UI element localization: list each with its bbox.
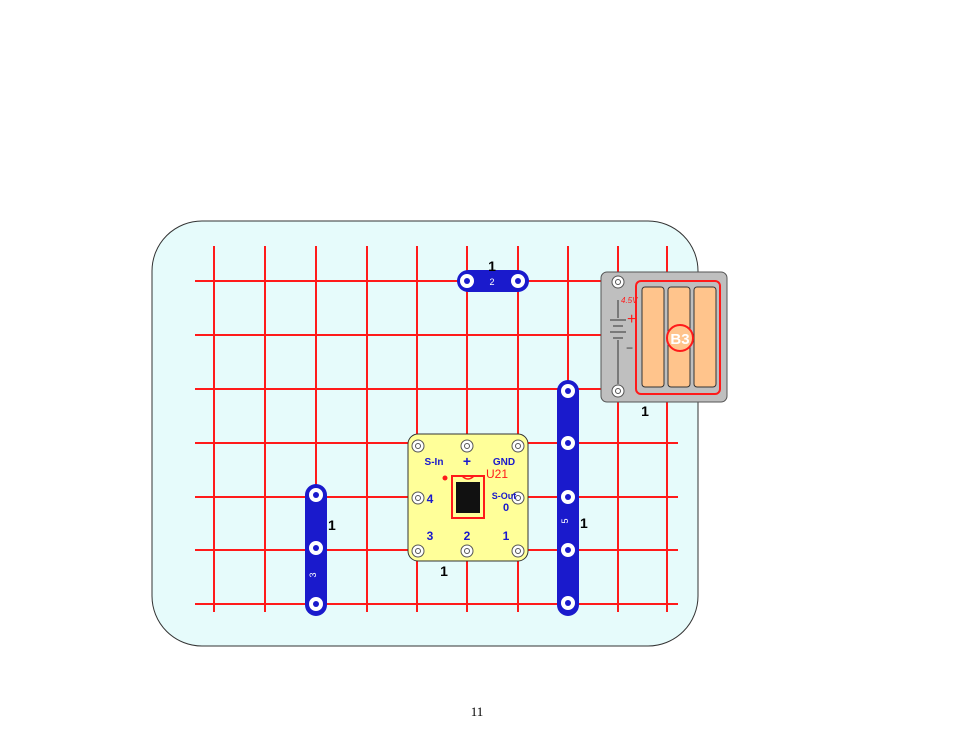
battery-name-label: B3 [670,331,689,348]
battery-voltage-label: 4.5V [621,296,638,305]
module-plus-label: + [463,453,471,469]
pin1-dot-icon [442,475,448,481]
battery-cell [693,286,717,388]
module-gnd-label: GND [493,457,515,468]
module-pin-2-label: 2 [464,529,471,543]
module-pin-4-label: 4 [427,492,434,506]
wire-5-length-label: 5 [560,518,570,523]
module-u21: S-In + GND U21 S-Out 4 0 3 2 1 [407,433,529,562]
module-s-in-label: S-In [425,457,444,468]
wire-5-level-label: 1 [580,515,588,531]
wire-3-level-label: 1 [328,517,336,533]
module-snaps [411,439,525,558]
module-s-out-label: S-Out [492,491,517,501]
wire-2: 2 [457,270,529,292]
wire-2-length-label: 2 [489,277,494,287]
battery-cell [641,286,665,388]
module-level-label: 1 [440,563,448,579]
wire-3-length-label: 3 [308,572,318,577]
wire-2-level-label: 1 [488,258,496,274]
module-pin-0-label: 0 [503,502,509,514]
battery-level-label: 1 [641,403,649,419]
battery-minus-sign: − [626,341,633,355]
module-pin-1-label: 1 [503,529,510,543]
battery-symbol-icon [610,300,626,384]
chip-icon [456,482,480,513]
module-name-label: U21 [486,467,508,481]
module-pin-3-label: 3 [427,529,434,543]
wire-5: 5 [557,380,579,616]
battery-plus-sign: + [627,311,636,328]
battery-holder-b3: + − 4.5V B3 [600,271,728,403]
page-number: 11 [470,704,484,719]
wire-3: 3 [305,484,327,616]
